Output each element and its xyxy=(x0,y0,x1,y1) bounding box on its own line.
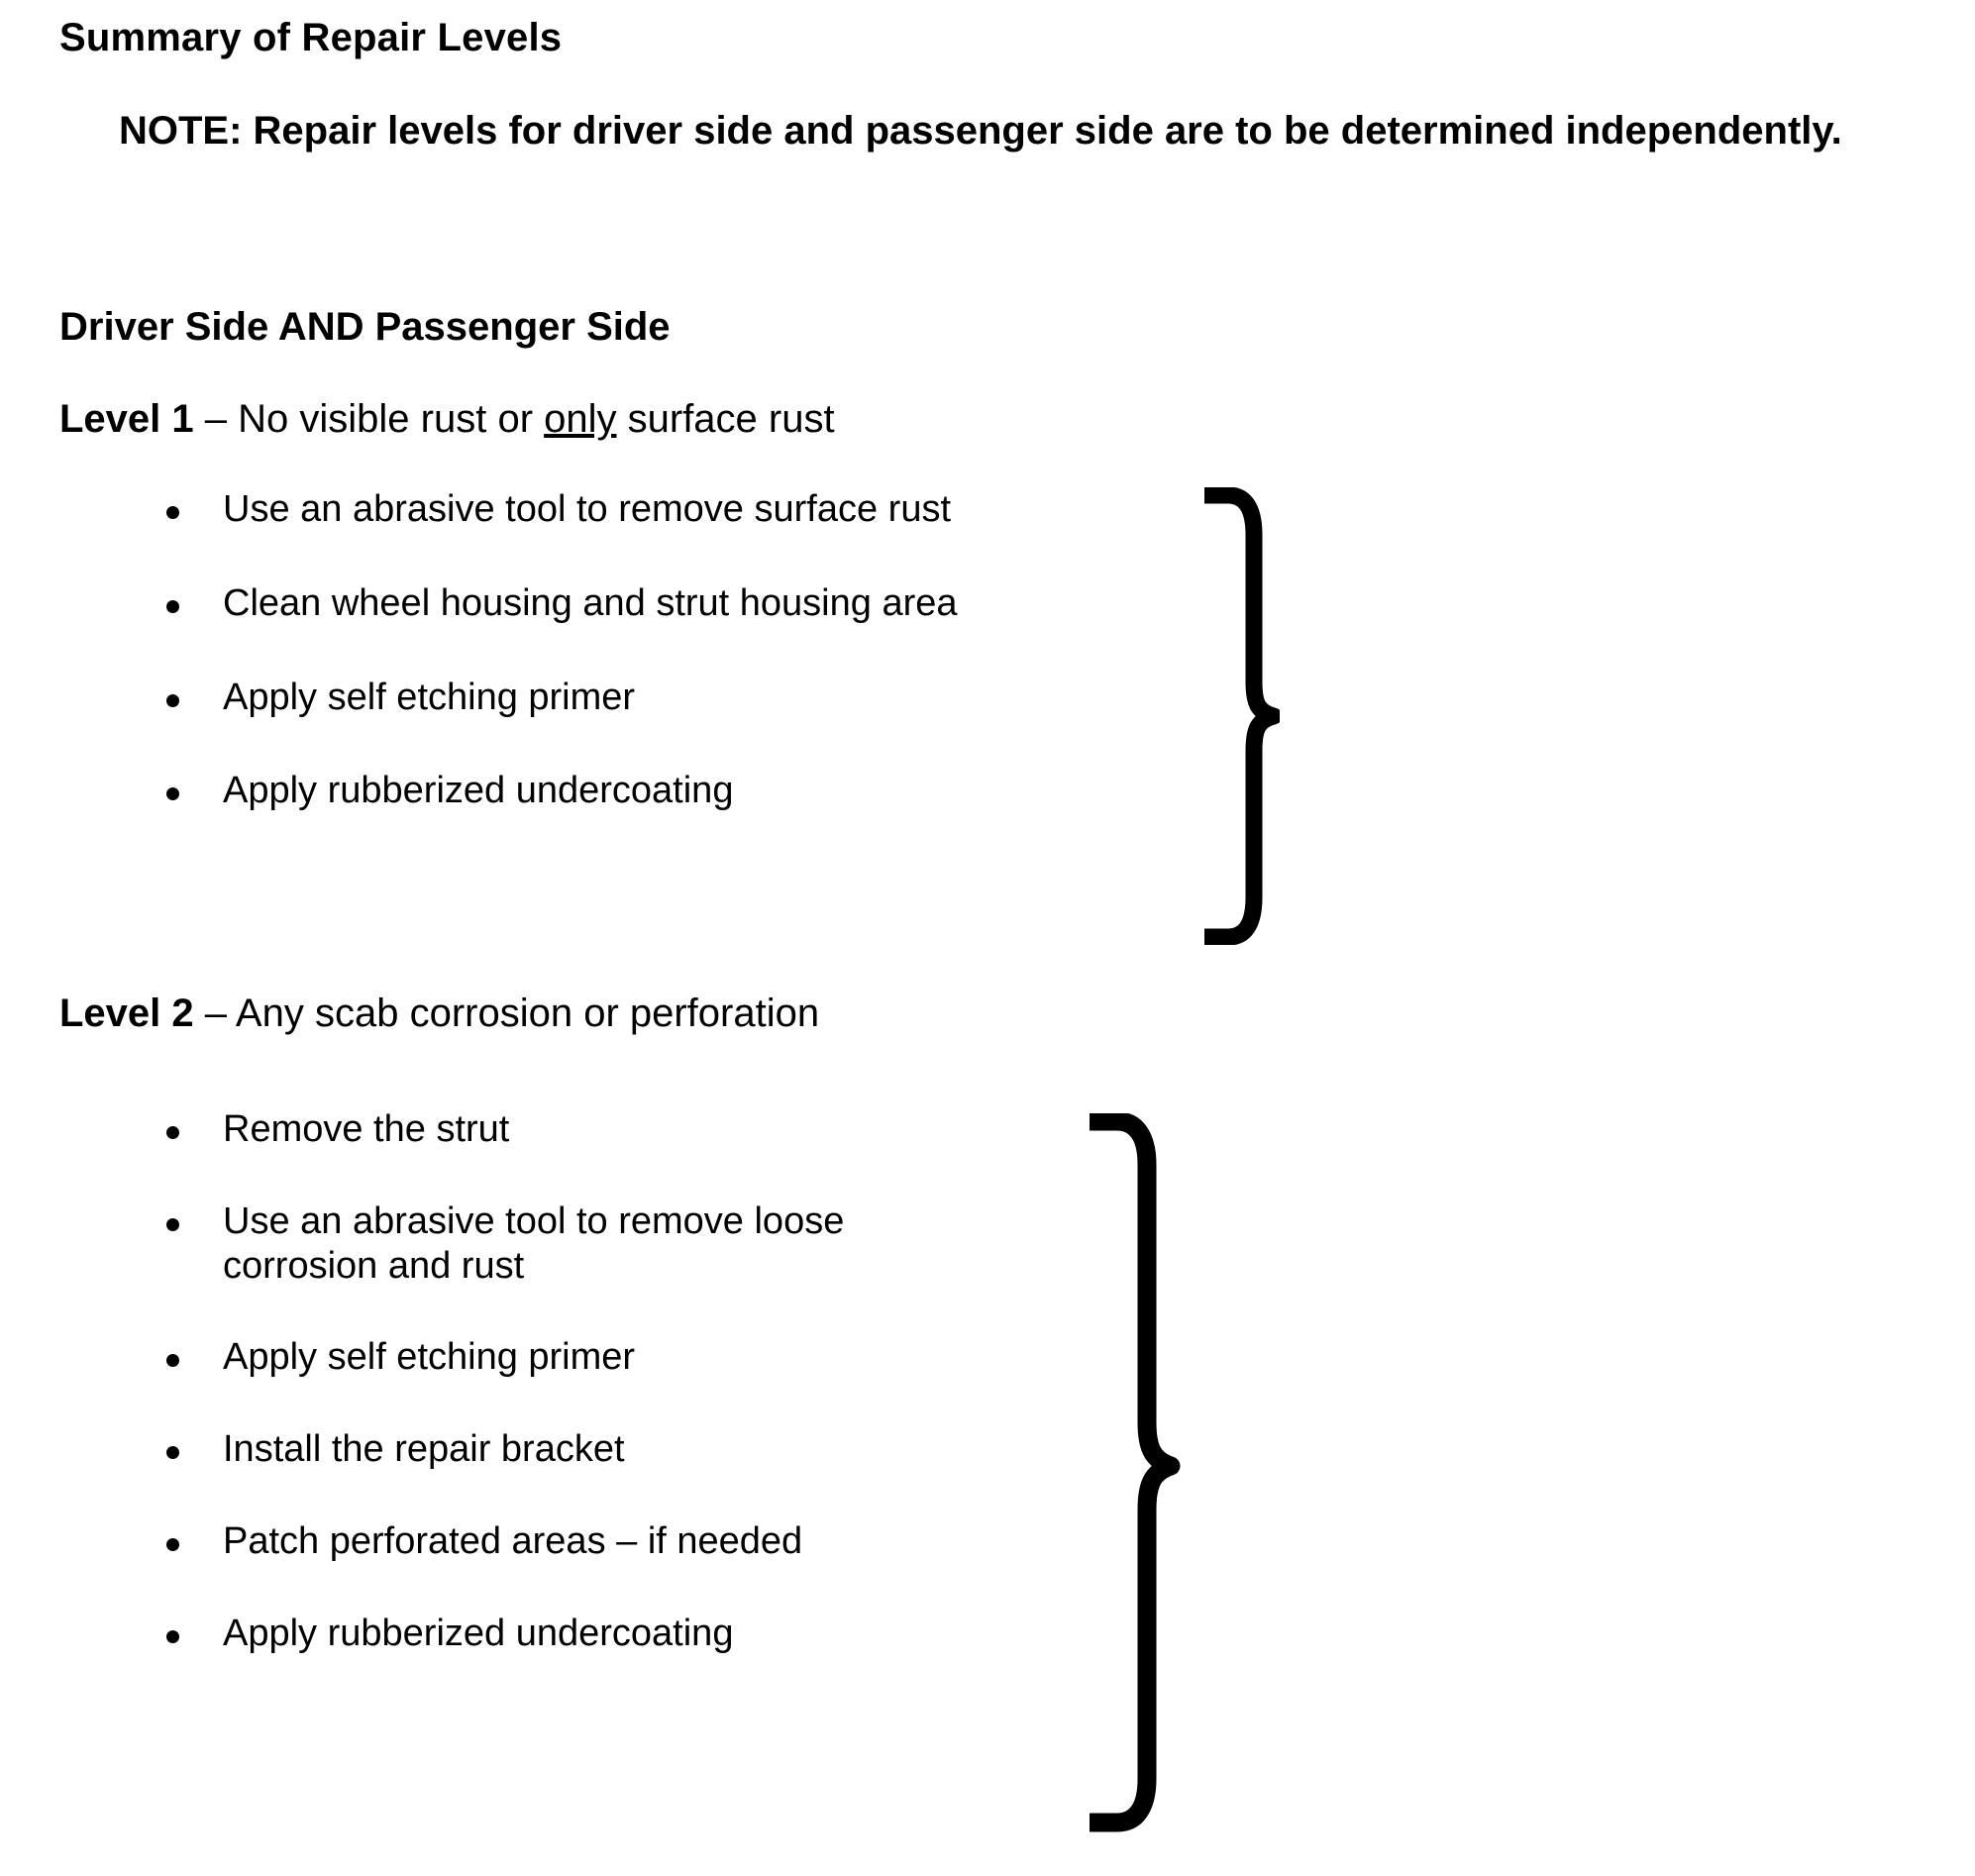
level-2-label: Level 2 xyxy=(59,991,194,1035)
level-1-description-emphasis: only xyxy=(544,397,617,441)
list-item: Clean wheel housing and strut housing ar… xyxy=(0,581,1189,626)
list-item-label: Clean wheel housing and strut housing ar… xyxy=(223,581,958,624)
level-1-description-after: surface rust xyxy=(616,397,835,441)
list-item: Apply rubberized undercoating xyxy=(0,1612,1189,1656)
level-2-description-before: Any scab corrosion or perforation xyxy=(235,991,820,1035)
bullet-dot-icon xyxy=(166,599,179,613)
list-item: Remove the strut xyxy=(0,1107,1189,1152)
list-item: Apply self etching primer xyxy=(0,676,1189,720)
list-item: Apply self etching primer xyxy=(0,1335,1189,1380)
level-1-dash: – xyxy=(193,397,239,441)
list-item-label: Apply self etching primer xyxy=(223,1336,636,1379)
level-1-bullet-list: Use an abrasive tool to remove surface r… xyxy=(0,487,1189,863)
list-item: Apply rubberized undercoating xyxy=(0,769,1189,813)
curly-brace-icon-level-2 xyxy=(1072,1113,1187,1838)
list-item-label: Remove the strut xyxy=(223,1108,510,1150)
bullet-dot-icon xyxy=(166,1354,179,1368)
level-2-heading: Level 2 – Any scab corrosion or perforat… xyxy=(59,990,819,1036)
list-item-label: Use an abrasive tool to remove loose cor… xyxy=(223,1199,845,1287)
list-item: Install the repair bracket xyxy=(0,1427,1189,1472)
bullet-dot-icon xyxy=(166,506,179,519)
bullet-dot-icon xyxy=(166,1538,179,1552)
bullet-dot-icon xyxy=(166,787,179,801)
bullet-dot-icon xyxy=(166,1629,179,1643)
list-item-label: Install the repair bracket xyxy=(223,1428,625,1471)
bullet-dot-icon xyxy=(166,1126,179,1139)
section-heading-driver-passenger: Driver Side AND Passenger Side xyxy=(59,305,671,349)
level-2-bullet-list: Remove the strut Use an abrasive tool to… xyxy=(0,1107,1189,1704)
list-item: Use an abrasive tool to remove surface r… xyxy=(0,487,1189,532)
list-item-label: Use an abrasive tool to remove surface r… xyxy=(223,488,952,530)
page-title: Summary of Repair Levels xyxy=(59,16,563,59)
bullet-dot-icon xyxy=(166,1217,179,1231)
list-item: Use an abrasive tool to remove loose cor… xyxy=(0,1199,995,1289)
list-item-label: Patch perforated areas – if needed xyxy=(223,1520,803,1563)
bullet-dot-icon xyxy=(166,693,179,707)
level-1-heading: Level 1 – No visible rust or only surfac… xyxy=(59,396,835,442)
list-item: Patch perforated areas – if needed xyxy=(0,1519,1189,1564)
list-item-label: Apply rubberized undercoating xyxy=(223,1612,734,1654)
note-paragraph: NOTE: Repair levels for driver side and … xyxy=(119,109,1842,153)
level-1-label: Level 1 xyxy=(59,397,194,441)
list-item-label: Apply rubberized undercoating xyxy=(223,770,734,812)
curly-brace-icon-level-1 xyxy=(1185,487,1280,945)
list-item-label: Apply self etching primer xyxy=(223,676,636,718)
bullet-dot-icon xyxy=(166,1446,179,1460)
level-1-description-before: No visible rust or xyxy=(238,397,545,441)
level-2-dash: – xyxy=(193,991,236,1035)
